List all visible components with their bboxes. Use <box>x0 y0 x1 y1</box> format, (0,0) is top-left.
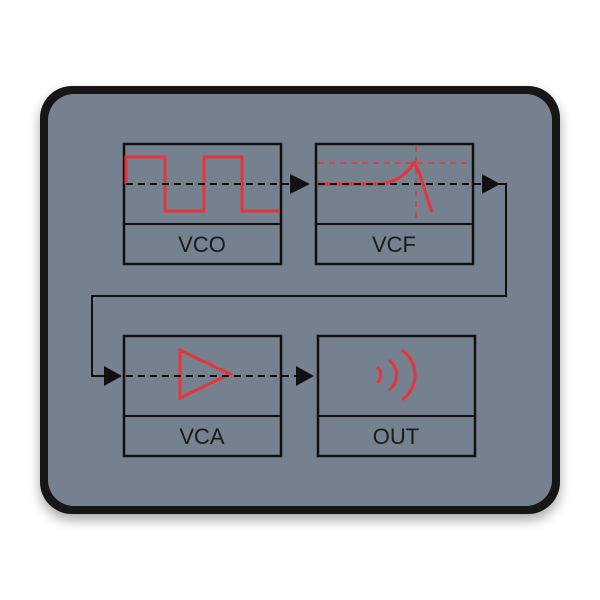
square-wave-icon <box>124 155 279 213</box>
module-vco: VCO <box>122 142 283 266</box>
module-vca: VCA <box>122 334 283 458</box>
module-out-label: OUT <box>373 424 419 449</box>
arrow-vco-to-vcf <box>290 174 310 194</box>
module-vco-label: VCO <box>178 232 226 257</box>
module-vca-label: VCA <box>179 424 225 449</box>
routing-line <box>91 183 507 377</box>
arrow-into-vca <box>104 366 122 386</box>
mouse-pad <box>40 86 560 514</box>
arrow-vcf-out <box>482 174 500 194</box>
amplifier-triangle-icon <box>178 347 234 401</box>
module-vcf-label: VCF <box>372 232 416 257</box>
module-out: OUT <box>316 334 477 458</box>
arrow-vca-to-out <box>296 366 314 386</box>
signal-path <box>126 183 482 377</box>
speaker-waves-icon <box>376 349 417 401</box>
arrowheads <box>104 174 500 386</box>
